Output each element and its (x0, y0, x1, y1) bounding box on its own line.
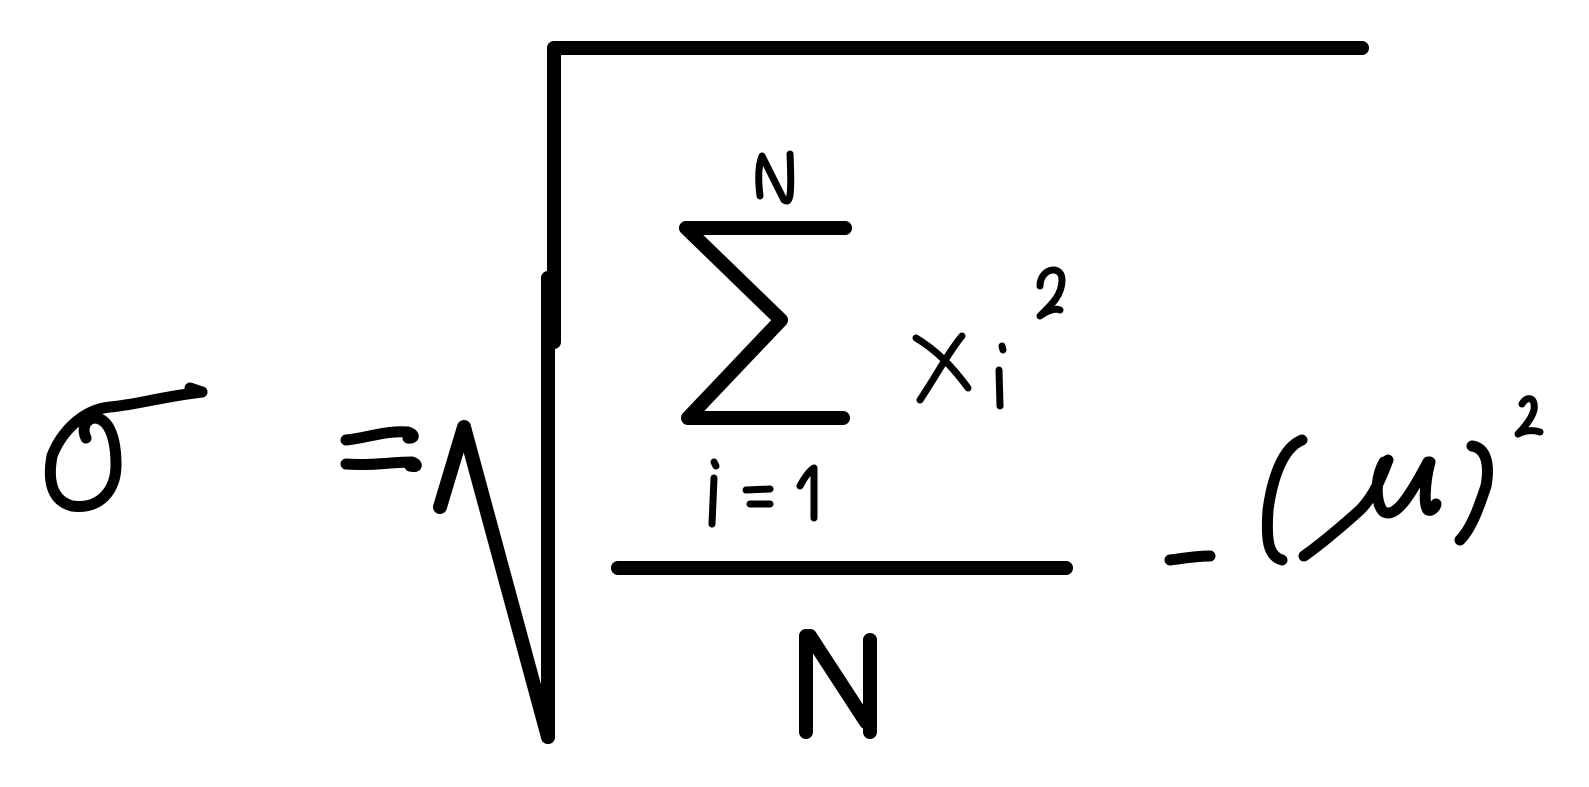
summand-subscript-i (995, 342, 1007, 410)
sum-upper-limit-n (755, 150, 795, 205)
minus-sign (1164, 550, 1216, 566)
mean-exponent-2 (1514, 395, 1544, 438)
summand-x (912, 332, 972, 404)
summand-exponent-2 (1036, 266, 1066, 320)
equals-sign (340, 426, 422, 472)
open-parenthesis (1261, 434, 1308, 566)
summation-symbol (679, 221, 852, 425)
sigma-symbol (44, 382, 208, 512)
close-parenthesis (1454, 440, 1493, 546)
mu-symbol (1298, 454, 1442, 562)
denominator-n (799, 629, 877, 739)
sum-lower-limit (708, 458, 818, 528)
square-root-radical (433, 41, 1369, 744)
